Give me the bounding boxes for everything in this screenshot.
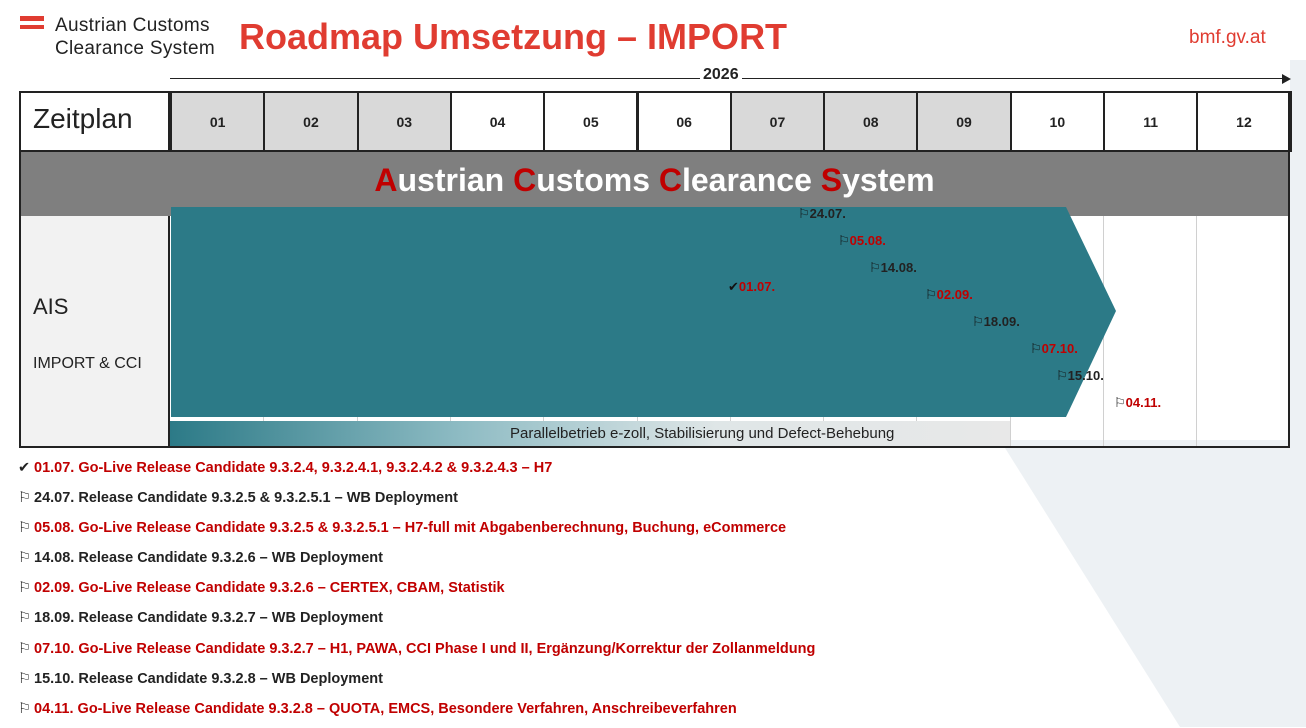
flag-icon: ⚐ [972, 314, 984, 329]
legend-text: 15.10. Release Candidate 9.3.2.8 – WB De… [34, 670, 383, 687]
flag-icon: ⚐ [838, 233, 850, 248]
page-title: Roadmap Umsetzung – IMPORT [239, 16, 788, 57]
row-label-ais: AIS [33, 294, 69, 319]
legend-item: ⚐04.11. Go-Live Release Candidate 9.3.2.… [18, 698, 815, 728]
milestone-date: 01.07. [738, 279, 776, 294]
legend-text: 01.07. Go-Live Release Candidate 9.3.2.4… [34, 460, 553, 476]
legend-item: ⚐02.09. Go-Live Release Candidate 9.3.2.… [18, 577, 815, 607]
logo-flag-icon [20, 16, 44, 21]
legend-item: ⚐15.10. Release Candidate 9.3.2.8 – WB D… [18, 668, 815, 698]
flag-icon: ⚐ [798, 206, 810, 221]
zeitplan-label: Zeitplan [19, 91, 170, 152]
parallel-operation-bar: Parallelbetrieb e-zoll, Stabilisierung u… [170, 421, 1010, 447]
legend-item: ⚐05.08. Go-Live Release Candidate 9.3.2.… [18, 517, 815, 547]
flag-icon: ⚐ [1030, 341, 1042, 356]
milestone-marker: ⚐14.08. [869, 260, 917, 276]
legend-item: ⚐24.07. Release Candidate 9.3.2.5 & 9.3.… [18, 487, 815, 517]
milestone-marker: ⚐04.11. [1114, 395, 1161, 411]
ribbon-initial: S [820, 162, 843, 198]
system-ribbon: Austrian Customs Clearance System [19, 152, 1290, 216]
milestone-marker: ⚐15.10. [1056, 368, 1104, 384]
grid-column-line [1196, 216, 1198, 448]
org-name-line1: Austrian Customs [55, 15, 210, 36]
milestone-marker: ⚐07.10. [1030, 341, 1078, 357]
flag-icon: ⚐ [18, 610, 31, 627]
flag-icon: ⚐ [18, 640, 31, 657]
legend-text: 02.09. Go-Live Release Candidate 9.3.2.6… [34, 580, 505, 597]
milestone-date: 14.08. [880, 260, 917, 275]
month-header-07: 07 [729, 91, 826, 152]
milestone-date: 05.08. [849, 233, 886, 248]
legend-item: ⚐14.08. Release Candidate 9.3.2.6 – WB D… [18, 547, 815, 577]
flag-icon: ⚐ [1056, 368, 1068, 383]
ribbon-initial: C [658, 162, 682, 198]
flag-icon: ⚐ [18, 670, 31, 687]
flag-icon: ⚐ [869, 260, 881, 275]
check-icon: ✔ [728, 279, 739, 294]
flag-icon: ⚐ [1114, 395, 1126, 410]
ribbon-initial: C [513, 162, 537, 198]
milestone-marker: ✔01.07. [728, 279, 775, 295]
site-link[interactable]: bmf.gv.at [1189, 27, 1266, 48]
row-sublabel: IMPORT & CCI [33, 355, 142, 372]
month-header-12: 12 [1196, 91, 1292, 152]
ribbon-word: ystem [842, 162, 935, 198]
milestone-marker: ⚐05.08. [838, 233, 886, 249]
flag-icon: ⚐ [18, 520, 31, 537]
legend-item: ⚐18.09. Release Candidate 9.3.2.7 – WB D… [18, 607, 815, 637]
parallel-operation-text: Parallelbetrieb e-zoll, Stabilisierung u… [510, 425, 895, 442]
flag-icon: ⚐ [18, 550, 31, 567]
milestone-marker: ⚐24.07. [798, 206, 846, 222]
ribbon-word: ustoms [536, 162, 659, 198]
month-header-08: 08 [823, 91, 919, 152]
milestone-date: 18.09. [983, 314, 1020, 329]
milestone-date: 24.07. [809, 206, 846, 221]
legend-text: 14.08. Release Candidate 9.3.2.6 – WB De… [34, 550, 383, 567]
month-header-02: 02 [263, 91, 359, 152]
ribbon-initial: A [374, 162, 398, 198]
logo-flag-stripe [20, 25, 44, 29]
flag-icon: ⚐ [18, 580, 31, 597]
check-icon: ✔ [18, 460, 31, 476]
flag-icon: ⚐ [18, 700, 31, 717]
legend-text: 07.10. Go-Live Release Candidate 9.3.2.7… [34, 640, 816, 657]
milestone-date: 02.09. [936, 287, 973, 302]
ribbon-word: learance [681, 162, 821, 198]
month-header-04: 04 [449, 91, 546, 152]
org-name: Austrian Customs Clearance System [55, 14, 215, 60]
ribbon-word: ustrian [397, 162, 514, 198]
milestone-marker: ⚐18.09. [972, 314, 1020, 330]
legend-text: 24.07. Release Candidate 9.3.2.5 & 9.3.2… [34, 490, 458, 507]
year-label: 2026 [700, 66, 742, 84]
flag-icon: ⚐ [18, 490, 31, 507]
timeline-arrow-icon [1282, 74, 1291, 84]
legend-item: ✔01.07. Go-Live Release Candidate 9.3.2.… [18, 457, 815, 487]
milestone-marker: ⚐02.09. [925, 287, 973, 303]
milestone-legend: ✔01.07. Go-Live Release Candidate 9.3.2.… [18, 457, 815, 728]
legend-item: ⚐07.10. Go-Live Release Candidate 9.3.2.… [18, 638, 815, 668]
legend-text: 05.08. Go-Live Release Candidate 9.3.2.5… [34, 520, 787, 537]
flag-icon: ⚐ [925, 287, 937, 302]
ribbon-title: Austrian Customs Clearance System [21, 162, 1288, 199]
roadmap-grid [19, 91, 1290, 448]
org-name-line2: Clearance System [55, 38, 216, 59]
milestone-date: 15.10. [1067, 368, 1104, 383]
row-label-box [19, 216, 170, 448]
legend-text: 18.09. Release Candidate 9.3.2.7 – WB De… [34, 610, 383, 627]
legend-text: 04.11. Go-Live Release Candidate 9.3.2.8… [34, 700, 737, 717]
milestone-date: 07.10. [1041, 341, 1078, 356]
milestone-date: 04.11. [1125, 395, 1162, 410]
